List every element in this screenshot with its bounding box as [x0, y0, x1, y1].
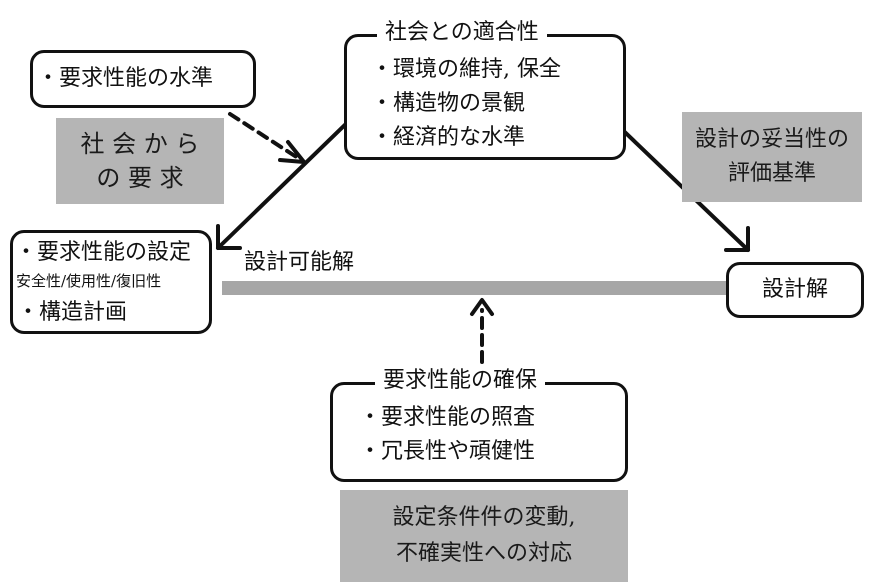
- requirement-level-label: 要求性能の水準: [37, 66, 213, 92]
- uncertainty-line2: 不確実性への対応: [395, 541, 572, 566]
- social-to-solution-arrowhead: [724, 226, 750, 252]
- performance-setting-box: 要求性能の設定 安全性/使用性/復旧性 構造計画: [10, 230, 212, 334]
- performance-assurance-item: 要求性能の照査: [359, 401, 535, 435]
- social-fit-item: 構造物の景観: [371, 87, 561, 121]
- social-fit-item: 経済的な水準: [371, 121, 561, 155]
- social-demand-line2: の 要 求: [96, 164, 184, 192]
- requirement-level-box: 要求性能の水準: [30, 50, 256, 108]
- performance-assurance-title: 要求性能の確保: [375, 368, 546, 394]
- design-solution-box: 設計解: [726, 262, 864, 318]
- performance-setting-subtitle: 安全性/使用性/復旧性: [16, 272, 162, 290]
- social-to-setting-arrow-shaft: [216, 116, 354, 250]
- feasible-solution-label: 設計可能解: [244, 250, 355, 275]
- social-demand-box: 社 会 か ら の 要 求: [56, 118, 224, 204]
- social-fit-item: 環境の維持, 保全: [371, 53, 561, 87]
- requirement-dashed-arrowhead: [278, 140, 306, 164]
- requirement-dashed-arrow-shaft: [228, 112, 300, 160]
- uncertainty-line1: 設定条件件の変動,: [392, 505, 576, 530]
- evaluation-criteria-line2: 評価基準: [727, 161, 816, 186]
- social-fit-list: 環境の維持, 保全 構造物の景観 経済的な水準: [371, 53, 561, 155]
- uncertainty-box: 設定条件件の変動, 不確実性への対応: [340, 490, 628, 582]
- design-solution-label: 設計解: [761, 277, 828, 302]
- performance-assurance-list: 要求性能の照査 冗長性や頑健性: [359, 401, 535, 469]
- social-to-setting-arrowhead: [216, 224, 242, 250]
- performance-assurance-item: 冗長性や頑健性: [359, 435, 535, 469]
- evaluation-criteria-line1: 設計の妥当性の: [694, 127, 849, 152]
- social-to-solution-arrow-shaft: [606, 114, 750, 252]
- performance-assurance-box: 要求性能の確保 要求性能の照査 冗長性や頑健性: [330, 368, 628, 482]
- performance-setting-title: 要求性能の設定: [15, 239, 191, 267]
- assurance-dashed-arrowhead: [470, 298, 494, 316]
- evaluation-criteria-box: 設計の妥当性の 評価基準: [682, 112, 862, 202]
- performance-setting-item: 構造計画: [17, 299, 127, 327]
- social-fit-title: 社会との適合性: [377, 20, 547, 46]
- social-fit-box: 社会との適合性 環境の維持, 保全 構造物の景観 経済的な水準: [344, 20, 626, 160]
- social-demand-line1: 社 会 か ら: [80, 130, 200, 158]
